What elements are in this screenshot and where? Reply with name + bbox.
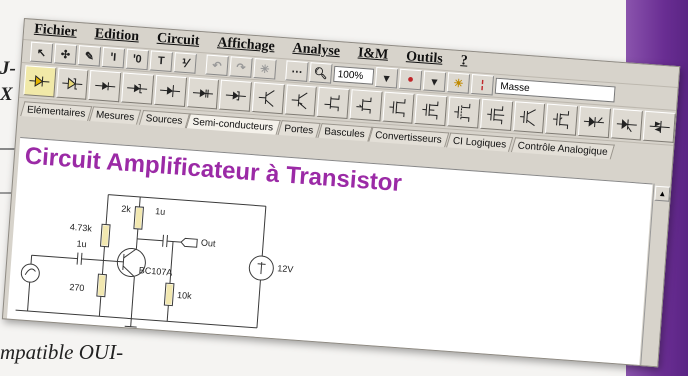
menu-help[interactable]: ? xyxy=(460,53,469,69)
schematic-canvas[interactable]: Circuit Amplificateur à Transistor xyxy=(6,137,653,365)
text-tool-icon[interactable]: T xyxy=(149,50,173,72)
menu-instruments[interactable]: I&M xyxy=(357,45,389,63)
tab-mesures[interactable]: Mesures xyxy=(89,106,142,125)
n-mosfet-icon[interactable] xyxy=(382,91,415,124)
menu-edition[interactable]: Edition xyxy=(94,26,140,45)
igbt-icon[interactable] xyxy=(512,101,546,134)
tab-semi-conducteurs[interactable]: Semi-conducteurs xyxy=(186,113,281,135)
junction-icon[interactable]: ✳ xyxy=(253,58,277,80)
label-c-in: 1u xyxy=(76,238,87,249)
component-palette xyxy=(19,62,676,146)
schottky-diode-icon[interactable] xyxy=(121,72,155,105)
tab-ci-logiques[interactable]: CI Logiques xyxy=(446,132,514,152)
zoom-dropdown-icon[interactable]: ▾ xyxy=(374,66,399,89)
varactor-diode-icon[interactable] xyxy=(186,77,220,110)
label-r-bias-bottom: 270 xyxy=(69,282,85,293)
redo-icon[interactable]: ↷ xyxy=(229,56,253,78)
magazine-text-line-3: mpatible OUI- xyxy=(0,340,124,364)
thyristor-icon[interactable] xyxy=(610,108,644,141)
application-window: Fichier Edition Circuit Affichage Analys… xyxy=(1,18,681,368)
tab-convertisseurs[interactable]: Convertisseurs xyxy=(368,126,450,148)
menu-fichier[interactable]: Fichier xyxy=(33,21,78,40)
menu-outils[interactable]: Outils xyxy=(405,49,444,67)
probe-icon[interactable]: ☀ xyxy=(446,72,471,94)
tab-portes[interactable]: Portes xyxy=(277,120,321,138)
n-jfet-icon[interactable] xyxy=(316,86,350,119)
zener-component-icon[interactable] xyxy=(55,67,89,100)
p-jfet-icon[interactable] xyxy=(349,89,383,122)
magazine-text-line-2: X xyxy=(0,84,13,105)
dc-analysis-icon[interactable]: ● xyxy=(398,68,423,91)
pointer-icon[interactable]: ↖ xyxy=(29,41,54,64)
tunnel-diode-icon[interactable] xyxy=(219,79,252,112)
analysis-dropdown-icon[interactable]: ▾ xyxy=(422,70,447,93)
pencil-icon[interactable]: ✎ xyxy=(77,45,102,67)
probe-1k-icon[interactable]: ¦ xyxy=(470,73,495,96)
zoom-icon[interactable]: 🔍︎ xyxy=(309,62,333,84)
npn-transistor-icon[interactable] xyxy=(251,82,285,115)
transistor-amplifier-schematic: 2k 1u 4.73k 1u BC107A 270 10k Out 12V xyxy=(15,194,294,331)
menu-affichage[interactable]: Affichage xyxy=(216,35,276,55)
grid-icon[interactable]: ⋯ xyxy=(285,60,309,82)
text-zero-icon[interactable]: ꞌ0 xyxy=(125,48,149,71)
p-mosfet-icon[interactable] xyxy=(414,93,448,127)
pan-icon[interactable]: ✣ xyxy=(53,43,78,65)
magazine-dash xyxy=(0,192,14,194)
zoom-level-field[interactable]: 100% xyxy=(333,65,375,85)
label-r-collector: 2k xyxy=(121,204,132,215)
tab-sources[interactable]: Sources xyxy=(138,109,190,129)
fraction-icon[interactable]: ⅟ xyxy=(173,52,197,74)
scroll-up-icon[interactable]: ▲ xyxy=(654,185,671,202)
magazine-text-line-1: J- xyxy=(0,58,16,79)
tab-elementaires[interactable]: Elémentaires xyxy=(20,101,93,121)
diode-icon[interactable] xyxy=(88,70,122,103)
mosfet-p-four-terminal-icon[interactable] xyxy=(545,103,579,136)
pnp-transistor-icon[interactable] xyxy=(284,84,318,117)
diac-icon[interactable] xyxy=(577,105,611,139)
mosfet-four-terminal-icon[interactable] xyxy=(479,98,513,131)
label-supply: 12V xyxy=(277,263,294,274)
depletion-mosfet-icon[interactable] xyxy=(447,96,481,129)
undo-icon[interactable]: ↶ xyxy=(205,54,229,77)
tab-controle-analogique[interactable]: Contrôle Analogique xyxy=(510,137,615,160)
text-cursor-icon[interactable]: ꞌI xyxy=(101,46,126,69)
label-c-out: 1u xyxy=(155,206,166,217)
label-r-bias-top: 4.73k xyxy=(69,222,92,234)
menu-circuit[interactable]: Circuit xyxy=(156,30,200,49)
triac-icon[interactable] xyxy=(643,110,676,143)
bridge-diode-icon[interactable] xyxy=(153,74,187,107)
label-r-load: 10k xyxy=(177,290,193,301)
tab-bascules[interactable]: Bascules xyxy=(317,123,373,142)
diode-component-icon[interactable] xyxy=(23,65,57,98)
label-out: Out xyxy=(201,238,217,249)
magazine-dash xyxy=(0,148,18,150)
menu-analyse[interactable]: Analyse xyxy=(292,40,341,60)
label-transistor: BC107A xyxy=(138,265,172,277)
